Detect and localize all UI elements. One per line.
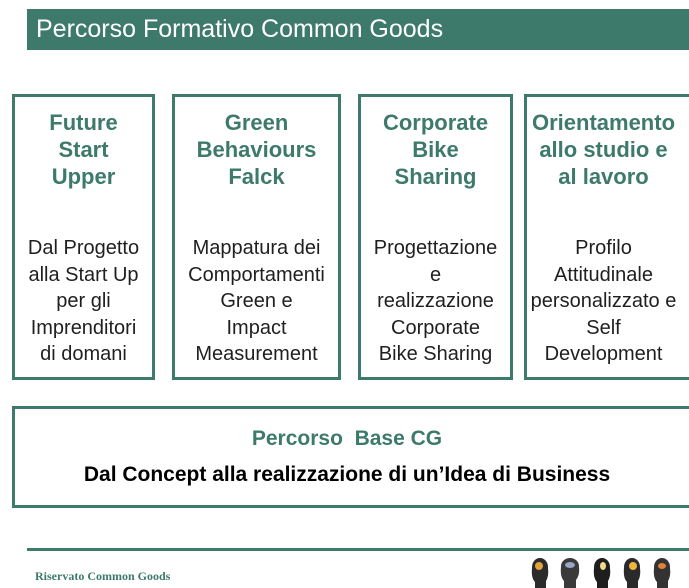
course-card-description: Profilo Attitudinale personalizzato e Se… (530, 237, 677, 365)
course-card-description: Mappatura dei Comportamenti Green e Impa… (188, 237, 325, 365)
course-card-description: Dal Progetto alla Start Up per gli Impre… (27, 237, 140, 365)
course-card-description: Progettazione e realizzazione Corporate … (373, 237, 498, 365)
course-card-title: Green Behaviours Falck (196, 110, 317, 189)
course-card-title: Corporate Bike Sharing (382, 110, 489, 189)
course-card-title: Orientamento allo studio e al lavoro (531, 110, 676, 189)
head-silhouette-5 (653, 558, 671, 588)
head-silhouette-2 (560, 558, 580, 588)
page-title: Percorso Formativo Common Goods (36, 15, 444, 43)
base-course-subtitle: Dal Concept alla realizzazione di un’Ide… (83, 463, 611, 486)
base-course-title: Percorso Base CG (251, 427, 443, 450)
course-card-orientamento: Orientamento allo studio e al lavoro Pro… (524, 94, 689, 380)
head-silhouettes-icon (526, 556, 686, 588)
footer-divider (27, 548, 689, 551)
course-card-corporate-bike-sharing: Corporate Bike Sharing Progettazione e r… (358, 94, 513, 380)
head-silhouette-4 (623, 558, 641, 588)
course-card-green-behaviours-falck: Green Behaviours Falck Mappatura dei Com… (172, 94, 341, 380)
page-title-banner: Percorso Formativo Common Goods (27, 9, 689, 50)
footer-label: Riservato Common Goods (35, 569, 171, 583)
base-course-box: Percorso Base CG Dal Concept alla realiz… (12, 406, 689, 508)
course-card-title: Future Start Upper (49, 110, 118, 189)
head-silhouette-1 (531, 558, 549, 588)
course-card-future-start-upper: Future Start Upper Dal Progetto alla Sta… (12, 94, 155, 380)
head-silhouette-3 (593, 558, 611, 588)
